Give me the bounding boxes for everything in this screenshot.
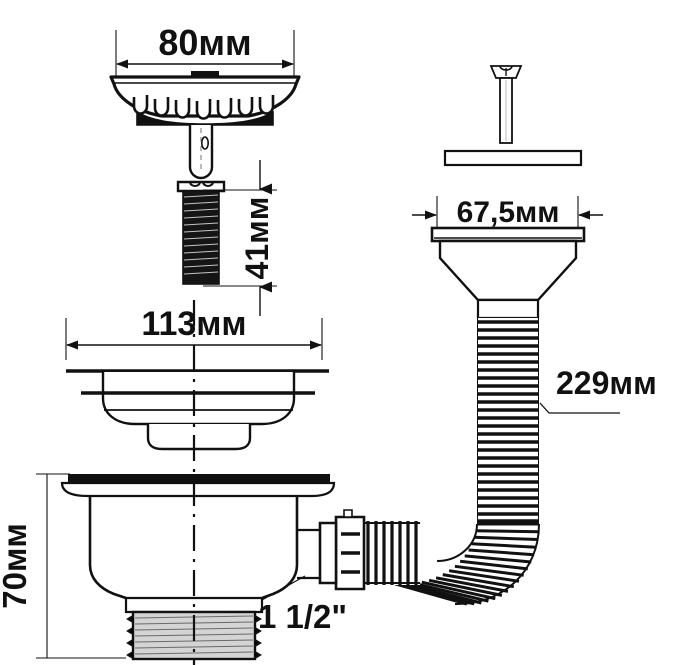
overflow-plate bbox=[443, 149, 583, 167]
dimension-41mm: 41мм bbox=[203, 160, 277, 316]
nut-grip-ridges bbox=[341, 532, 360, 574]
dimension-229mm-label: 229мм bbox=[556, 365, 657, 401]
dimension-67-5mm: 67,5мм bbox=[412, 196, 603, 229]
strainer-basket bbox=[109, 71, 301, 126]
dimension-thread-label: 1 1/2" bbox=[258, 598, 347, 635]
dimension-70mm-label: 70мм bbox=[0, 523, 33, 609]
dimension-80mm: 80мм bbox=[115, 22, 295, 78]
hose-elbow bbox=[390, 522, 539, 606]
overflow-funnel bbox=[430, 226, 586, 320]
dimension-70mm: 70мм bbox=[0, 473, 126, 659]
dimension-67-5mm-label: 67,5мм bbox=[457, 196, 560, 229]
dimension-80mm-label: 80мм bbox=[158, 22, 251, 63]
flexible-hose bbox=[364, 318, 540, 606]
dimension-229mm: 229мм bbox=[539, 365, 657, 414]
strainer-seat bbox=[66, 369, 329, 451]
coupling-nut bbox=[318, 509, 366, 591]
fixing-screw bbox=[176, 180, 226, 285]
overflow-screw bbox=[489, 65, 523, 144]
basket-slots bbox=[132, 95, 275, 120]
hose-straight bbox=[364, 521, 420, 585]
basket-stem bbox=[188, 125, 214, 180]
dimension-41mm-label: 41мм bbox=[239, 197, 275, 280]
